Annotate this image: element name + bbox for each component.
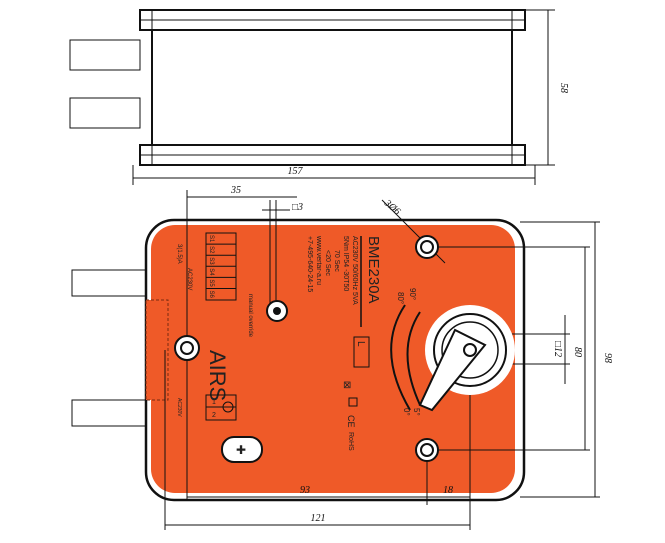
housing-side bbox=[151, 29, 513, 146]
dim-square-12: □12 bbox=[552, 341, 563, 357]
run-time: 70 Sec bbox=[333, 250, 340, 272]
website: www.vertar-a.ru bbox=[315, 235, 322, 285]
angle-90: 90° bbox=[408, 288, 417, 300]
dim-98: 98 bbox=[602, 353, 613, 363]
angle-80: 80° bbox=[396, 292, 405, 304]
dim-93: 93 bbox=[300, 485, 310, 496]
crank-handle-slot[interactable] bbox=[221, 436, 263, 463]
ce-mark: CE bbox=[346, 415, 356, 428]
front-view: 35 □3 3Ø6 98 80 □12 93 18 121 bbox=[71, 185, 613, 530]
spec-rating: 5Nm IP54 -30T50 bbox=[342, 236, 349, 291]
dim-18: 18 bbox=[443, 485, 453, 496]
spring-time: <20 Sec bbox=[324, 250, 331, 276]
terminal-1: 1 bbox=[212, 399, 216, 406]
dim-121: 121 bbox=[311, 513, 326, 524]
class-ii-icon bbox=[348, 397, 358, 407]
plus-icon: ✚ bbox=[236, 443, 246, 457]
shaft-bottom bbox=[69, 97, 141, 129]
direction-label: L bbox=[355, 341, 366, 347]
mount-hole-top bbox=[415, 235, 439, 259]
phone: +7-495-640-24-15 bbox=[306, 236, 313, 292]
model-name: BME230A bbox=[365, 236, 382, 304]
power-terminal-block: 1 2 bbox=[205, 394, 237, 421]
rohs-mark: RoHS bbox=[347, 432, 354, 451]
shaft-left-top bbox=[71, 269, 153, 297]
dim-35: 35 bbox=[230, 185, 241, 196]
power-rating: AC230V 50/60Hz 5VA bbox=[351, 236, 358, 305]
direction-box bbox=[353, 336, 370, 368]
mount-hole-bottom bbox=[415, 438, 439, 462]
dim-157: 157 bbox=[288, 166, 304, 177]
housing-front bbox=[151, 225, 515, 493]
shaft-left-bottom bbox=[71, 399, 153, 427]
dim-mount-holes: 3Ø6 bbox=[381, 197, 402, 217]
shaft-clamp[interactable] bbox=[418, 305, 515, 412]
dim-80: 80 bbox=[572, 347, 583, 357]
switch-label-s5: S5 bbox=[208, 279, 214, 287]
switch-label-s2: S2 bbox=[208, 246, 214, 254]
terminal-2: 2 bbox=[212, 412, 216, 419]
shaft-top bbox=[69, 39, 141, 71]
supply-voltage: AC230V bbox=[176, 398, 182, 417]
side-view: 58 157 bbox=[69, 9, 569, 185]
switch-current: 3(1.5)A bbox=[176, 244, 182, 264]
switch-label-s6: S6 bbox=[208, 291, 214, 299]
dim-58: 58 bbox=[558, 83, 569, 93]
switch-label-s3: S3 bbox=[208, 257, 214, 265]
angle-5: 5° bbox=[412, 408, 421, 416]
switch-label-s4: S4 bbox=[208, 268, 214, 276]
manual-override-label: manual override bbox=[247, 294, 253, 338]
dim-square-3: □3 bbox=[292, 202, 303, 213]
brand-logo: AIRS bbox=[205, 350, 230, 401]
switch-voltage: AC230V bbox=[186, 268, 192, 290]
switch-label-s1: S1 bbox=[208, 235, 214, 243]
mount-hole-left bbox=[174, 335, 200, 361]
angle-0: 0° bbox=[402, 408, 411, 416]
weee-icon: ⊠ bbox=[343, 380, 351, 391]
